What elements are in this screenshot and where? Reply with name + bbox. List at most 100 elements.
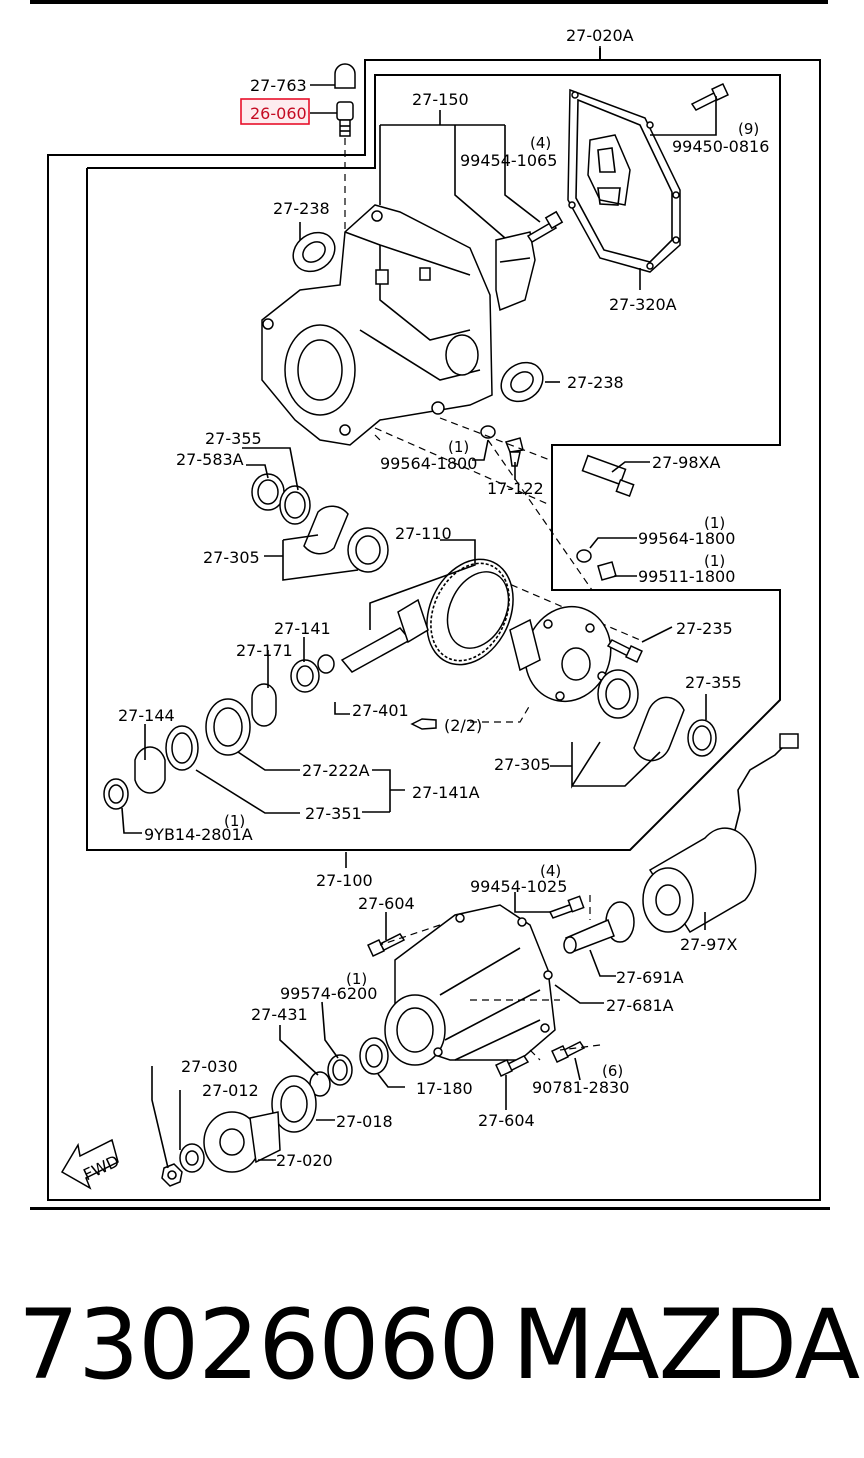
label-17-180: 17-180	[416, 1079, 473, 1098]
part-27-97x-motor	[642, 827, 757, 934]
part-27-401-collar	[317, 654, 335, 674]
part-transfer-case-housing	[384, 904, 556, 1066]
part-27-604-bolt-top	[367, 933, 406, 957]
part-27-110-pinion	[340, 598, 429, 673]
leader-lines	[121, 84, 717, 1169]
part-99511-1800-plug	[597, 561, 617, 581]
qty-99564-1800-b: (1)	[704, 514, 725, 532]
label-99454-1025: 99454-1025	[470, 877, 567, 896]
part-27-305-bearing-left	[303, 505, 389, 573]
part-27-355-shim-left	[279, 485, 311, 525]
label-27-018: 27-018	[336, 1112, 393, 1131]
label-27-305-left: 27-305	[203, 548, 260, 567]
label-27-355-right: 27-355	[685, 673, 742, 692]
part-27-763-plug	[334, 63, 356, 89]
qty-99454-1025: (4)	[540, 862, 561, 880]
part-27-305-bearing-right	[597, 669, 685, 762]
part-27-222a-race	[205, 698, 251, 756]
label-27-171: 27-171	[236, 641, 293, 660]
label-27-583a: 27-583A	[176, 450, 244, 469]
qty-99454-1065: (4)	[530, 134, 551, 152]
label-99450-0816: 99450-0816	[672, 137, 769, 156]
fwd-arrow-icon: FWD	[60, 1138, 122, 1190]
part-99454-1065-bolt	[526, 210, 564, 244]
label-27-604-bottom: 27-604	[478, 1111, 535, 1130]
part-90781-2830-bolt	[551, 1041, 586, 1063]
label-27-681a: 27-681A	[606, 996, 674, 1015]
label-27-691a: 27-691A	[616, 968, 684, 987]
label-27-305-right: 27-305	[494, 755, 551, 774]
part-27-604-bolt-bottom	[495, 1055, 530, 1077]
part-9yb14-2801a-washer	[103, 778, 129, 810]
label-9yb14-2801a: 9YB14-2801A	[144, 825, 253, 844]
part-27-144-seal	[134, 746, 166, 794]
label-17-122: 17-122	[487, 479, 544, 498]
label-27-763: 27-763	[250, 76, 307, 95]
label-27-97x: 27-97X	[680, 935, 737, 954]
label-27-604-top: 27-604	[358, 894, 415, 913]
part-27-235-bolt	[606, 639, 643, 663]
part-27-141-bearing	[290, 659, 320, 693]
label-99511-1800: 99511-1800	[638, 567, 735, 586]
qty-9yb14-2801a: (1)	[224, 812, 245, 830]
part-27-583a-shim	[251, 473, 285, 511]
top-border	[30, 0, 828, 4]
part-27-110-ring-gear	[426, 558, 514, 666]
label-27-98xa: 27-98XA	[652, 453, 720, 472]
label-27-144: 27-144	[118, 706, 175, 725]
label-99564-1800-a: 99564-1800	[380, 454, 477, 473]
qty-99564-1800-a: (1)	[448, 438, 469, 456]
part-27-97x-cable	[734, 739, 791, 831]
qty-99450-0816: (9)	[738, 120, 759, 138]
footer: 73026060 MAZDA	[0, 1290, 864, 1410]
part-27-018-seal	[271, 1075, 317, 1133]
page-ref-pointer	[410, 704, 531, 730]
part-27-238-oil-seal-right	[500, 361, 544, 403]
part-number: 73026060	[18, 1289, 500, 1401]
part-27-691a-shaft	[563, 901, 635, 954]
label-27-401: 27-401	[352, 701, 409, 720]
part-99564-1800-washer-b	[576, 549, 592, 563]
label-90781-2830: 90781-2830	[532, 1078, 629, 1097]
label-27-110: 27-110	[395, 524, 452, 543]
part-differential-carrier	[261, 204, 493, 446]
part-17-180-seal	[359, 1037, 389, 1075]
page-ref-link[interactable]: (2/2)	[444, 716, 482, 735]
label-99574-6200: 99574-6200	[280, 984, 377, 1003]
part-99564-1800-washer-a	[480, 425, 496, 439]
part-27-150-bearing-cap	[495, 231, 536, 312]
label-26-060[interactable]: 26-060	[250, 104, 307, 123]
label-27-012: 27-012	[202, 1081, 259, 1100]
part-27-030-nut	[161, 1163, 183, 1187]
label-27-141a: 27-141A	[412, 783, 480, 802]
highlight-box	[240, 98, 310, 125]
brand-name: MAZDA	[512, 1289, 860, 1401]
part-99454-1025-bolt	[548, 895, 585, 919]
label-27-141: 27-141	[274, 619, 331, 638]
dash-guides-lower	[379, 895, 601, 1061]
label-99564-1800-b: 99564-1800	[638, 529, 735, 548]
dash-guides-upper	[374, 417, 641, 641]
label-27-320a: 27-320A	[609, 295, 677, 314]
part-27-238-oil-seal-left	[292, 231, 336, 273]
label-27-100: 27-100	[316, 871, 373, 890]
label-27-030: 27-030	[181, 1057, 238, 1076]
qty-90781-2830: (6)	[602, 1062, 623, 1080]
label-99454-1065: 99454-1065	[460, 151, 557, 170]
part-99450-0816-bolt	[690, 83, 729, 111]
part-differential-case	[509, 605, 612, 703]
label-27-238-right: 27-238	[567, 373, 624, 392]
label-27-238-top: 27-238	[273, 199, 330, 218]
part-27-97x-connector	[779, 733, 799, 749]
label-27-355-top: 27-355	[205, 429, 262, 448]
part-17-122-plug	[504, 437, 524, 467]
label-27-431: 27-431	[251, 1005, 308, 1024]
label-27-351: 27-351	[305, 804, 362, 823]
part-27-355-shim-right	[687, 719, 717, 757]
inner-frame	[86, 74, 781, 851]
part-27-020-flange	[203, 1111, 281, 1173]
part-27-320a-cover	[567, 88, 681, 273]
label-27-020a: 27-020A	[566, 26, 634, 45]
part-27-351-bearing	[165, 725, 199, 771]
label-27-020: 27-020	[276, 1151, 333, 1170]
